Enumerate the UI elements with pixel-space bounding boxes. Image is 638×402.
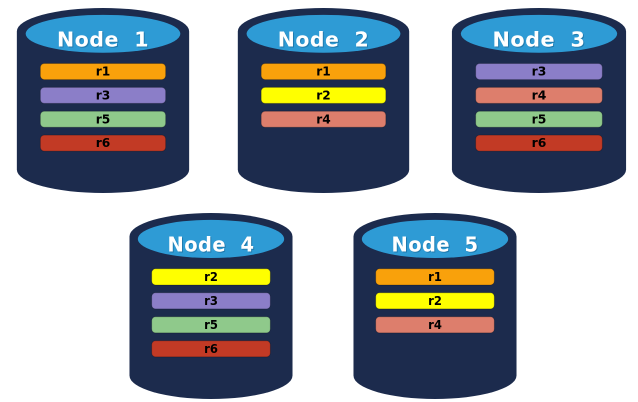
replica-bar-label: r5 bbox=[532, 112, 547, 126]
replica-bar-rect bbox=[151, 340, 271, 358]
replica-bar-label: r6 bbox=[532, 136, 547, 150]
replica-bar-rect bbox=[375, 316, 495, 334]
replica-bar: r1 bbox=[260, 63, 387, 81]
replica-bar-rect bbox=[151, 316, 271, 334]
cylinder-top bbox=[137, 219, 285, 259]
replica-bar: r2 bbox=[260, 86, 387, 104]
replica-bar-label: r5 bbox=[96, 112, 111, 126]
replica-bar-rect bbox=[39, 86, 167, 104]
replica-bar: r2 bbox=[151, 268, 271, 286]
replica-bar: r1 bbox=[39, 63, 167, 81]
replica-bar-label: r1 bbox=[428, 270, 442, 284]
replica-bar: r4 bbox=[475, 86, 603, 104]
replica-bar-label: r1 bbox=[96, 65, 111, 79]
cylinder-top bbox=[246, 14, 401, 53]
replica-bar: r6 bbox=[151, 340, 271, 358]
replica-bar-label: r4 bbox=[428, 318, 442, 332]
replica-bar-rect bbox=[260, 86, 387, 104]
node-3: Node 3 r3 r4 r5 r6 bbox=[445, 8, 633, 193]
replica-bar: r4 bbox=[260, 110, 387, 128]
node-title: Node 4 bbox=[167, 232, 254, 257]
replica-bar: r2 bbox=[375, 292, 495, 310]
cylinder-top bbox=[460, 14, 618, 53]
replica-bar: r5 bbox=[475, 110, 603, 128]
replica-bar-label: r4 bbox=[532, 89, 547, 103]
node-title: Node 3 bbox=[492, 28, 585, 52]
replica-bar-rect bbox=[39, 63, 167, 81]
cylinder-top bbox=[361, 219, 509, 259]
node-2: Node 2 r1 r2 r4 bbox=[231, 8, 416, 193]
replica-bar-label: r6 bbox=[204, 342, 218, 356]
replica-bar: r3 bbox=[475, 63, 603, 81]
replica-bar-rect bbox=[151, 268, 271, 286]
replica-bar-label: r6 bbox=[96, 136, 111, 150]
replica-bar: r3 bbox=[39, 86, 167, 104]
replica-bar-rect bbox=[151, 292, 271, 310]
replica-bar: r6 bbox=[475, 134, 603, 152]
node-5: Node 5 r1 r2 r4 bbox=[347, 213, 523, 399]
cylinder-top bbox=[25, 14, 181, 53]
replica-bar-rect bbox=[475, 134, 603, 152]
replica-bar-label: r3 bbox=[96, 89, 111, 103]
replica-bar: r6 bbox=[39, 134, 167, 152]
replica-bar: r5 bbox=[39, 110, 167, 128]
replica-bar-rect bbox=[475, 110, 603, 128]
replica-bar-rect bbox=[260, 63, 387, 81]
replica-bar-label: r2 bbox=[204, 270, 218, 284]
replica-bar-label: r3 bbox=[532, 65, 547, 79]
replica-bar-label: r5 bbox=[204, 318, 218, 332]
node-title: Node 5 bbox=[391, 232, 478, 257]
node-4: Node 4 r2 r3 r5 r6 bbox=[123, 213, 299, 399]
replica-bar-rect bbox=[39, 134, 167, 152]
replica-bar-rect bbox=[260, 110, 387, 128]
replica-bar-rect bbox=[375, 292, 495, 310]
replica-bar-rect bbox=[375, 268, 495, 286]
replica-bar: r4 bbox=[375, 316, 495, 334]
replica-bar-rect bbox=[39, 110, 167, 128]
replica-bar: r5 bbox=[151, 316, 271, 334]
replica-bar-label: r3 bbox=[204, 294, 218, 308]
node-title: Node 2 bbox=[278, 27, 370, 51]
replica-bar-label: r2 bbox=[428, 294, 442, 308]
replica-bar: r1 bbox=[375, 268, 495, 286]
replica-bar-label: r4 bbox=[316, 112, 330, 126]
node-title: Node 1 bbox=[57, 28, 149, 52]
replica-bar-label: r2 bbox=[316, 89, 330, 103]
node-1: Node 1 r1 r3 r5 r6 bbox=[10, 8, 196, 193]
replica-bar: r3 bbox=[151, 292, 271, 310]
replica-bar-rect bbox=[475, 63, 603, 81]
replica-bar-label: r1 bbox=[316, 65, 330, 79]
replica-bar-rect bbox=[475, 86, 603, 104]
